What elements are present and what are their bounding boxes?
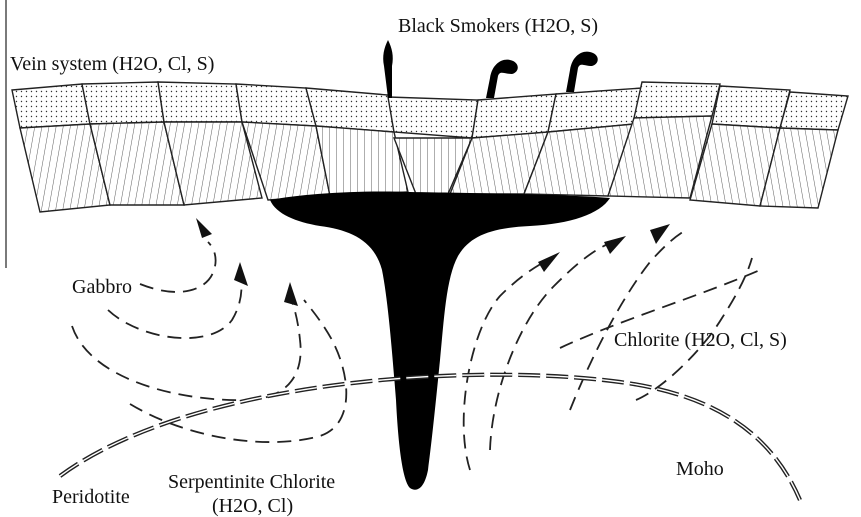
peridotite-label: Peridotite (52, 486, 130, 508)
magma-chamber (270, 191, 610, 489)
right-crustal-blocks (450, 82, 848, 208)
chlorite-label: Chlorite (H2O, Cl, S) (614, 329, 787, 351)
arrowhead (234, 262, 248, 286)
arrowhead (650, 224, 670, 244)
chimney (486, 60, 518, 98)
flow-path (464, 262, 544, 470)
moho-label: Moho (676, 458, 724, 480)
flow-path (72, 296, 301, 400)
black-smoker-chimneys (383, 40, 598, 98)
arrowhead (538, 252, 560, 272)
black-smokers-label: Black Smokers (H2O, S) (398, 15, 598, 37)
serpentinite-chlorite-fluids-label: (H2O, Cl) (212, 495, 293, 517)
arrowhead (196, 218, 212, 238)
serpentinite-chlorite-label: Serpentinite Chlorite (168, 471, 335, 493)
chimney (566, 52, 598, 92)
flow-path (490, 244, 608, 450)
vein-system-label: Vein system (H2O, Cl, S) (10, 53, 214, 75)
arrowhead (284, 282, 298, 306)
chimney (383, 40, 393, 98)
arrowhead (604, 236, 626, 254)
gabbro-label: Gabbro (72, 276, 132, 298)
flow-path (130, 300, 346, 442)
flow-path (140, 242, 216, 292)
left-flow-paths (72, 218, 346, 442)
